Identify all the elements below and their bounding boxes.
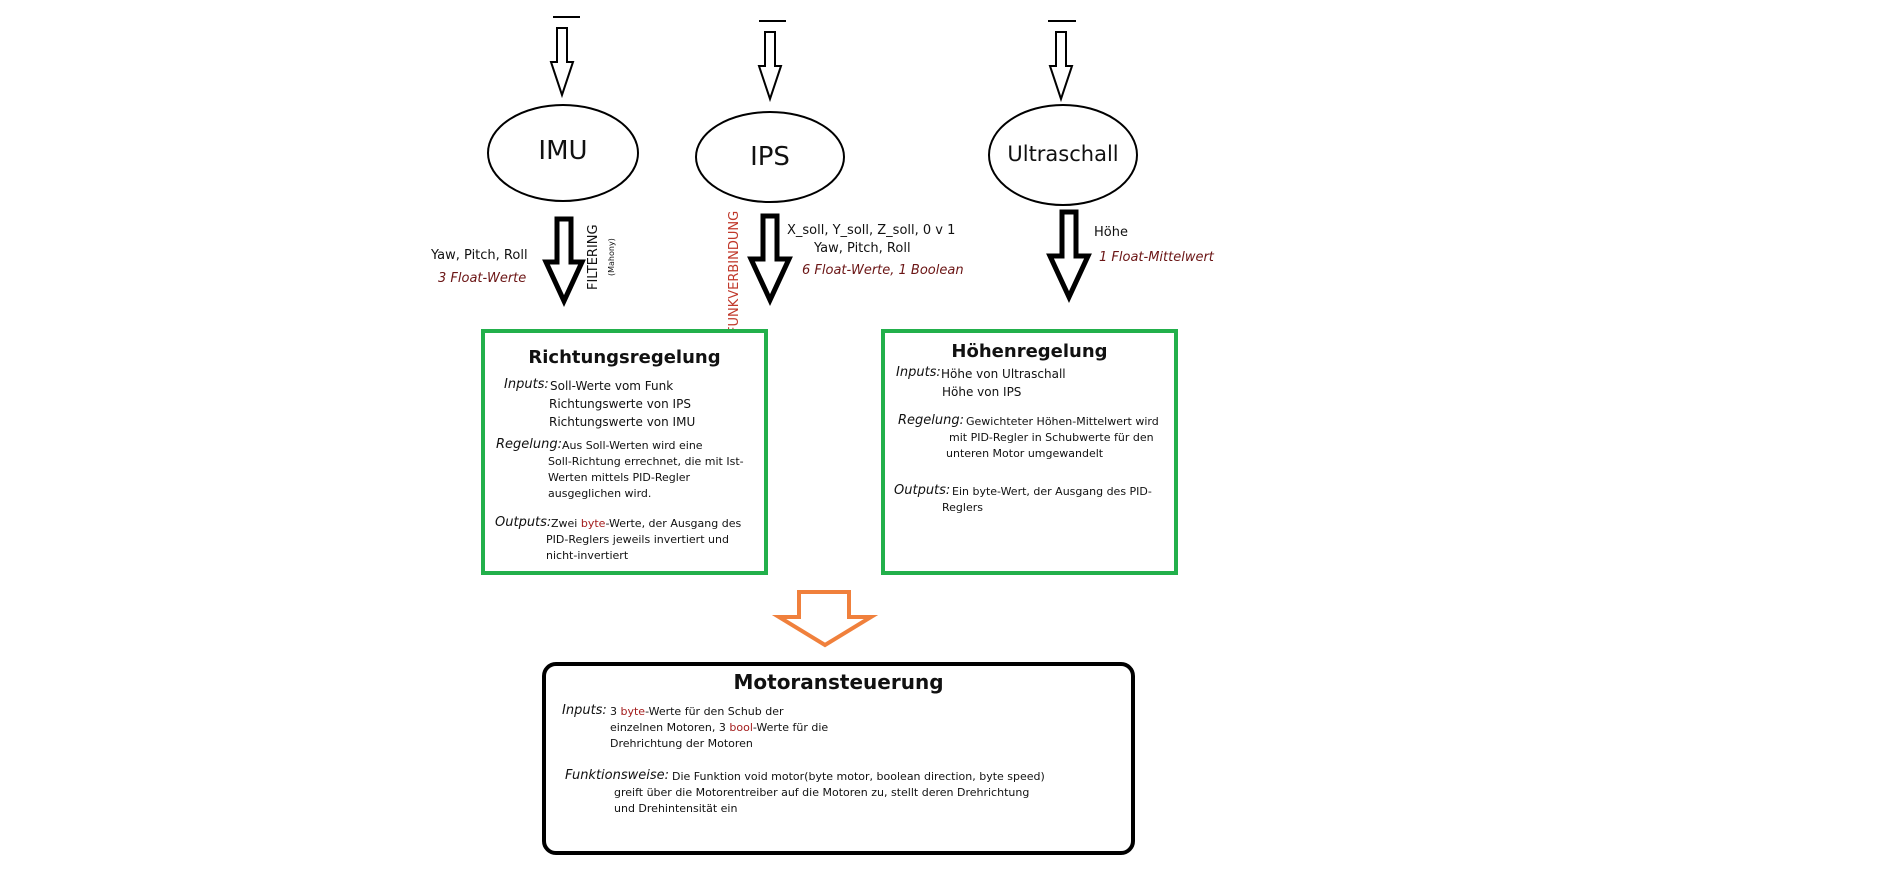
motor-funktion-1: Die Funktion void motor(byte motor, bool… [672,770,1045,783]
hoehen-regelung-2: mit PID-Regler in Schubwerte für den [949,431,1154,444]
motoransteuerung-title: Motoransteuerung [733,670,944,694]
imu-input-arrow [549,27,575,99]
richtung-regelung-2: Soll-Richtung errechnet, die mit Ist- [548,455,744,468]
filtering-label: FILTERING [586,224,601,290]
hoehenregelung-title: Höhenregelung [951,341,1108,362]
motor-funktion-3: und Drehintensität ein [614,802,738,815]
ips-input-arrow [757,31,783,103]
imu-label: IMU [538,136,588,166]
hoehen-outputs-2: Reglers [942,501,983,514]
ips-edge-count: 6 Float-Werte, 1 Boolean [802,263,964,278]
hoehen-outputs-1: Ein byte-Wert, der Ausgang des PID- [952,485,1152,498]
hoehe-edge-count: 1 Float-Mittelwert [1099,250,1214,265]
mahony-label: (Mahony) [607,238,616,276]
richtung-regelung-key: Regelung: [496,437,563,452]
hoehen-input-2: Höhe von IPS [942,385,1022,399]
hoehe-edge-label: Höhe [1094,225,1128,240]
ultraschall-node [988,104,1138,206]
hoehen-regelung-1: Gewichteter Höhen-Mittelwert wird [966,415,1159,428]
motor-funktion-key: Funktionsweise: [565,768,670,783]
motor-input-1: 3 byte-Werte für den Schub der [610,705,784,718]
ultra-input-arrow [1048,31,1074,103]
motor-funktion-2: greift über die Motorentreiber auf die M… [614,786,1030,799]
imu-edge-label: Yaw, Pitch, Roll [431,248,528,263]
ips-node [695,111,845,203]
hoehen-regelung-3: unteren Motor umgewandelt [946,447,1104,460]
ips-output-arrow [747,213,793,306]
motor-input-2: einzelnen Motoren, 3 bool-Werte für die [610,721,829,734]
imu-node [487,104,639,202]
richtung-regelung-1: Aus Soll-Werten wird eine [562,439,703,452]
richtung-input-2: Richtungswerte von IPS [549,397,691,411]
hoehen-input-1: Höhe von Ultraschall [941,367,1066,381]
richtung-outputs-2: PID-Reglers jeweils invertiert und [546,533,729,546]
richtungsregelung-title: Richtungsregelung [528,347,721,368]
imu-output-arrow [542,216,586,307]
richtung-regelung-4: ausgeglichen wird. [548,487,652,500]
richtung-input-3: Richtungswerte von IMU [549,415,696,429]
merge-arrow [771,590,879,648]
motor-inputs-key: Inputs: [562,703,607,718]
hoehen-regelung-key: Regelung: [898,413,965,428]
imu-edge-count: 3 Float-Werte [438,271,527,286]
richtungsregelung-box: Richtungsregelung Inputs: Soll-Werte vom… [481,329,768,575]
richtung-inputs-key: Inputs: [504,377,549,392]
richtung-outputs-1: Zwei byte-Werte, der Ausgang des [551,517,742,530]
ultra-output-arrow [1046,209,1092,303]
motor-input-3: Drehrichtung der Motoren [610,737,753,750]
hoehenregelung-box: Höhenregelung Inputs: Höhe von Ultrascha… [881,329,1178,575]
ips-label: IPS [750,142,790,172]
hoehen-inputs-key: Inputs: [896,365,941,380]
richtung-input-1: Soll-Werte vom Funk [550,379,674,393]
funkverbindung-label: FUNKVERBINDUNG [727,210,742,334]
ips-edge-line1: X_soll, Y_soll, Z_soll, 0 v 1 [787,223,956,238]
richtung-outputs-3: nicht-invertiert [546,549,629,562]
ips-edge-line2: Yaw, Pitch, Roll [814,241,911,256]
richtung-outputs-key: Outputs: [495,515,552,530]
motoransteuerung-box: Motoransteuerung Inputs: 3 byte-Werte fü… [542,662,1135,855]
richtung-regelung-3: Werten mittels PID-Regler [548,471,691,484]
ultraschall-label: Ultraschall [1007,142,1119,166]
hoehen-outputs-key: Outputs: [894,483,951,498]
